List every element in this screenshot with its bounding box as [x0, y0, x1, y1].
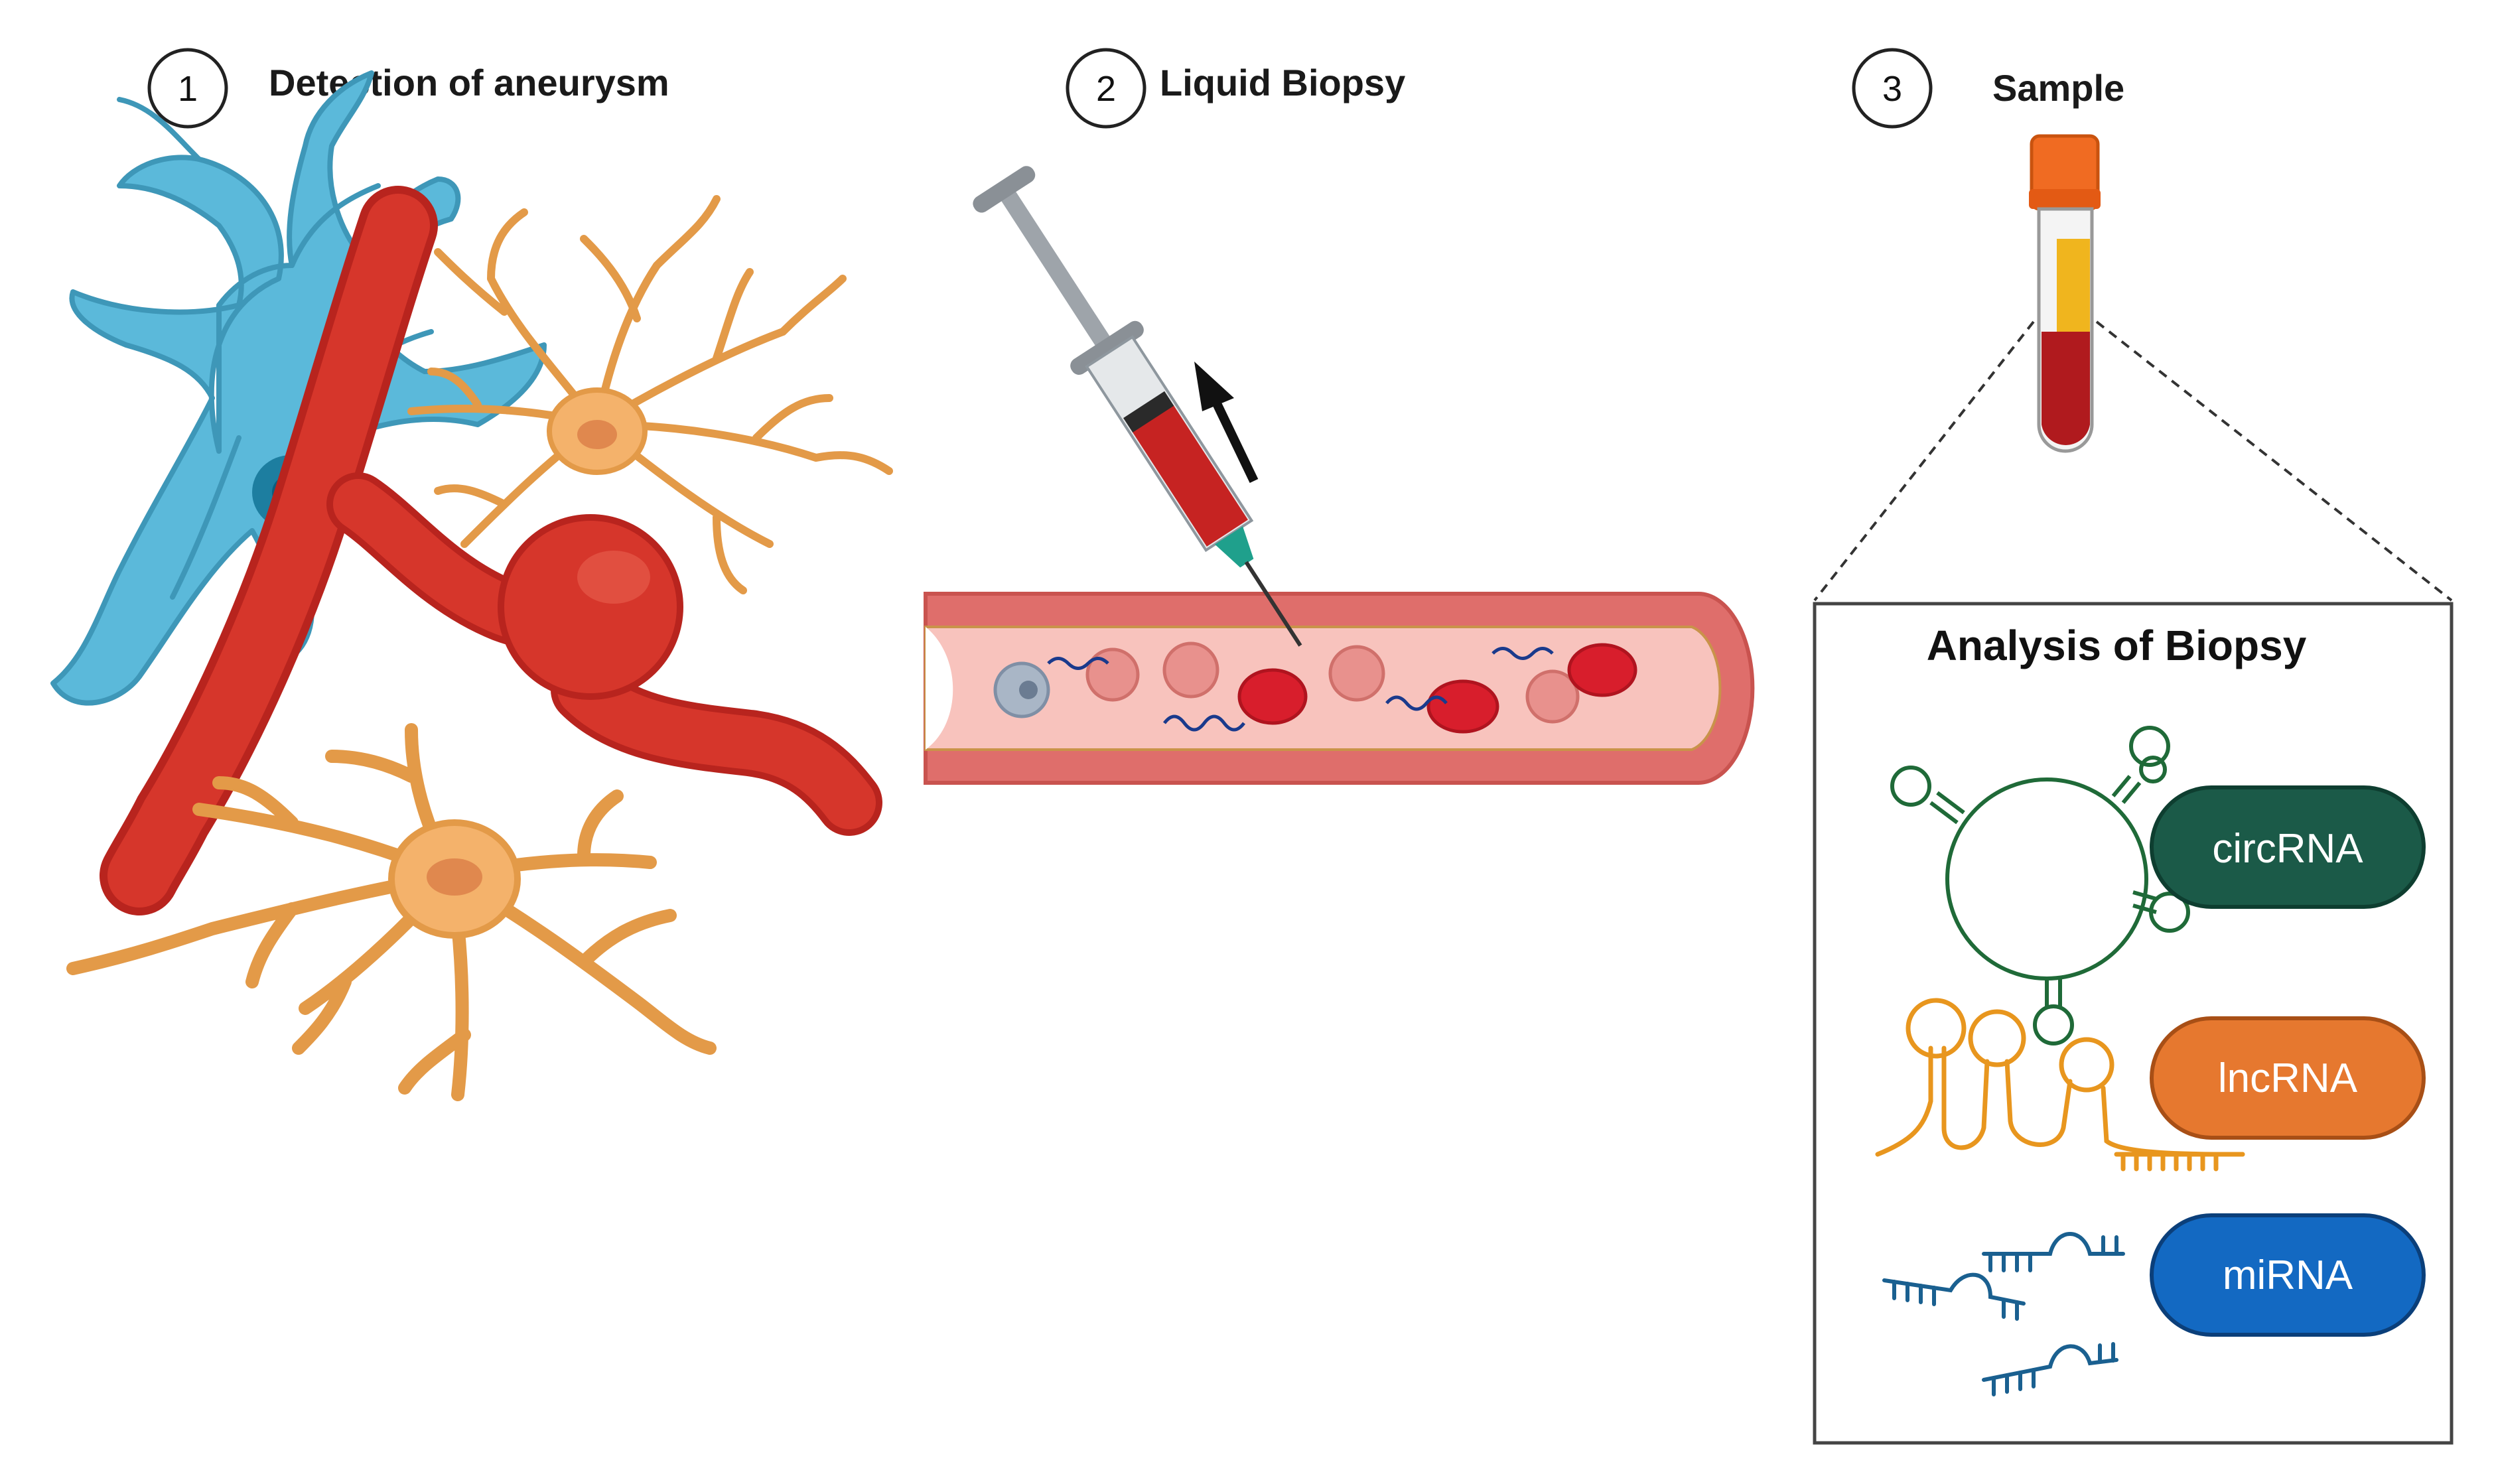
white-blood-cell-nucleus: [1019, 681, 1038, 699]
needle: [1244, 561, 1302, 647]
barrel-flange: [1070, 320, 1144, 375]
syringe-blood: [1132, 405, 1248, 547]
step-1-number: 1: [178, 69, 198, 109]
tumor-cell-3: [1328, 645, 1385, 702]
plunger-rod: [997, 185, 1121, 362]
circrna-structure: [1890, 726, 2190, 1046]
circrna-label-pill: [2150, 785, 2426, 909]
tube-serum: [2057, 239, 2090, 332]
sample-tube: [2029, 134, 2101, 453]
needle-hub: [1215, 526, 1254, 568]
step-1-number-circle: [147, 48, 228, 129]
lncrna-structure: [1875, 998, 2245, 1172]
tube-cap-ring: [2029, 189, 2101, 209]
plunger-seal: [1123, 391, 1174, 433]
mirna-structure: [1882, 1232, 2125, 1396]
aneurysm-illustration: [50, 70, 893, 1101]
step-2-number: 2: [1096, 69, 1116, 109]
mirna-label: miRNA: [2223, 1252, 2353, 1298]
mirna-label-pill: [2150, 1213, 2426, 1337]
step-1-header: 1 Detection of aneurysm: [147, 48, 669, 129]
step-3-label: Sample: [1992, 67, 2124, 109]
red-blood-cell-3: [1567, 643, 1637, 697]
aneurysm-sac: [498, 514, 683, 700]
tumor-cell-4: [1525, 669, 1580, 724]
step-3-number: 3: [1882, 69, 1902, 109]
neuron-upper-nucleus: [577, 420, 617, 449]
analysis-title: Analysis of Biopsy: [1927, 622, 2307, 669]
step-3-header: 3 Sample: [1852, 48, 2124, 129]
cell-free-dna: [1047, 647, 1554, 732]
tumor-cell-2: [1162, 641, 1219, 699]
step-3-number-circle: [1852, 48, 1933, 129]
neuron-lower-nucleus: [427, 858, 482, 896]
step-2-header: 2 Liquid Biopsy: [1066, 48, 1405, 129]
withdraw-arrow: [1194, 362, 1259, 484]
aneurysm-highlight: [577, 551, 650, 604]
step-2-number-circle: [1066, 48, 1146, 129]
analysis-panel: Analysis of Biopsy circRNA: [1813, 602, 2454, 1445]
liquid-biopsy-illustration: [924, 166, 1755, 785]
lncrna-label: lncRNA: [2218, 1055, 2358, 1101]
circrna-label: circRNA: [2212, 826, 2363, 872]
lncrna-label-pill: [2150, 1016, 2426, 1140]
blood-cells: [993, 641, 1637, 734]
red-blood-cell-2: [1426, 679, 1499, 734]
step-2-label: Liquid Biopsy: [1160, 62, 1405, 103]
tube-blood: [2042, 332, 2090, 445]
zoom-indicator-lines: [1813, 320, 2453, 602]
tumor-cell-1: [1085, 647, 1140, 702]
red-blood-cell-1: [1237, 668, 1308, 725]
plunger-top: [973, 166, 1036, 213]
syringe: [973, 166, 1302, 647]
step-1-label: Detection of aneurysm: [269, 62, 669, 103]
